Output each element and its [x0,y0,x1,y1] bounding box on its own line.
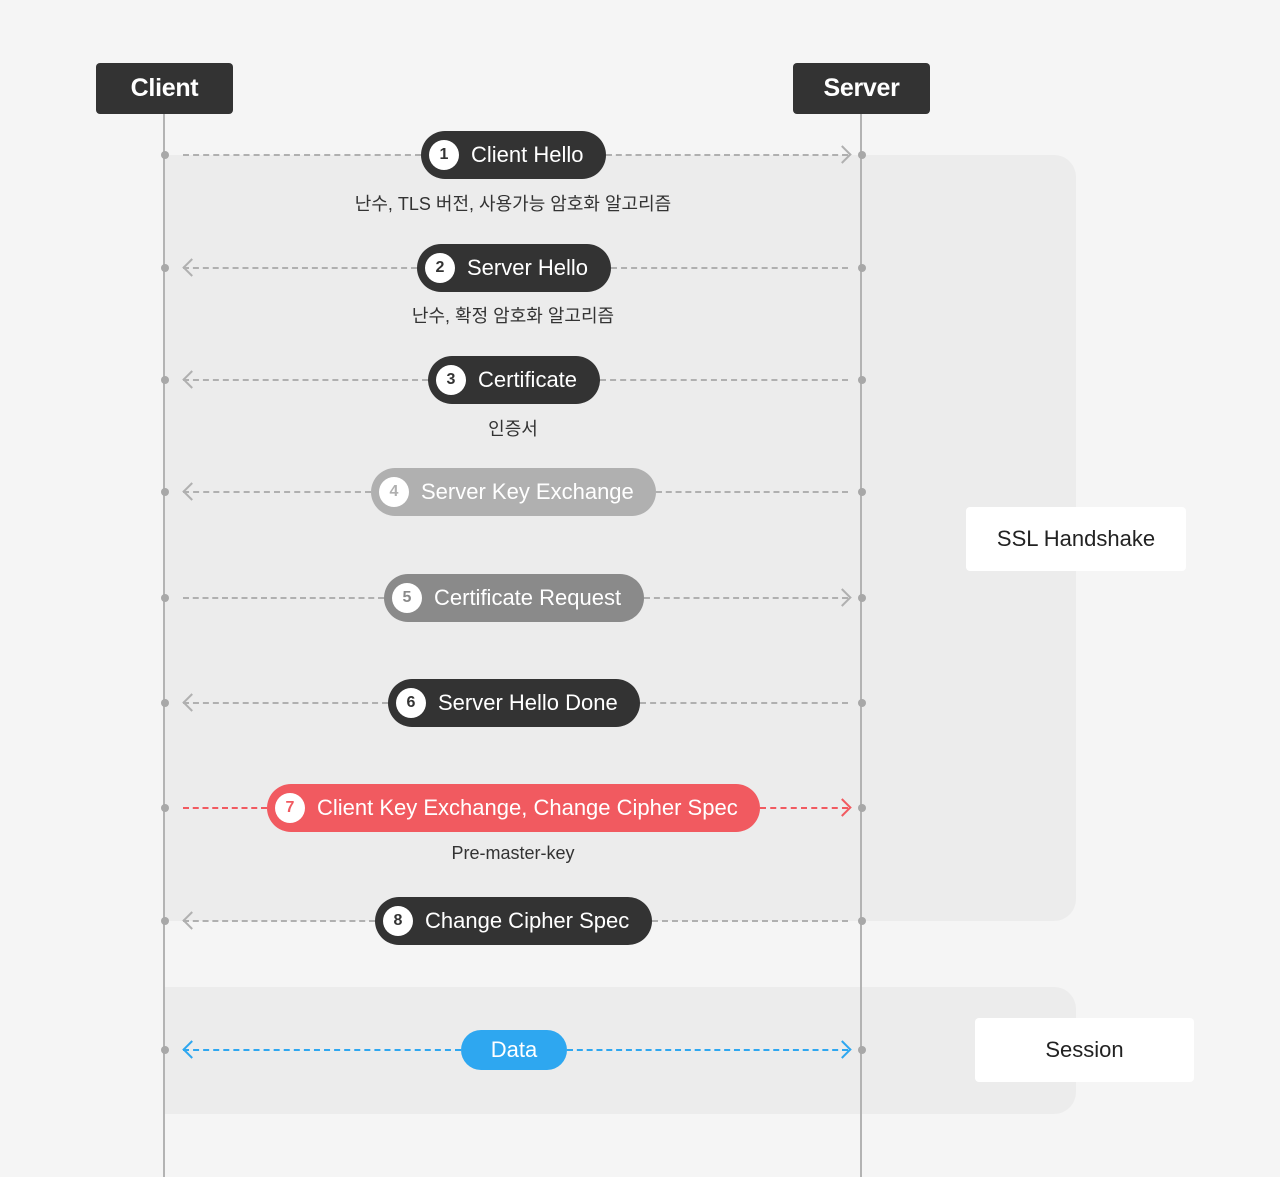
session-label: Session [975,1018,1194,1082]
message-pill: 3 Certificate [428,356,600,404]
client-endpoint-dot [161,488,169,496]
message-line-left [183,807,267,809]
step-number-badge: 8 [383,906,413,936]
message-line-left [183,379,428,381]
message-line-right [760,807,848,809]
server-actor-label: Server [823,74,900,102]
message-line-left [183,597,384,599]
message-pill: 2 Server Hello [417,244,611,292]
message-pill: 8 Change Cipher Spec [375,897,652,945]
message-line-left [183,267,417,269]
data-label: Data [490,1037,538,1062]
server-endpoint-dot [858,804,866,812]
step-number-badge: 1 [429,140,459,170]
message-pill: 5 Certificate Request [384,574,644,622]
client-endpoint-dot [161,699,169,707]
server-lifeline [860,113,862,1177]
message-line-right [652,920,848,922]
client-endpoint-dot [161,917,169,925]
step-number-badge: 7 [275,793,305,823]
server-endpoint-dot [858,594,866,602]
data-line-right [567,1049,848,1051]
message-note: 난수, 확정 암호화 알고리즘 [411,306,615,326]
message-line-right [640,702,848,704]
message-line-left [183,154,421,156]
step-number-badge: 4 [379,477,409,507]
client-endpoint-dot [161,804,169,812]
data-pill: Data [461,1030,567,1070]
client-endpoint-dot [161,151,169,159]
ssl-handshake-label: SSL Handshake [966,507,1186,571]
message-label: Certificate Request [434,585,622,610]
message-label: Server Hello Done [438,690,618,715]
message-label: Server Hello [467,255,589,280]
message-pill: 7 Client Key Exchange, Change Cipher Spec [267,784,760,832]
step-number-badge: 6 [396,688,426,718]
client-endpoint-dot [161,376,169,384]
message-note: 인증서 [488,419,538,439]
message-note: 난수, TLS 버전, 사용가능 암호화 알고리즘 [354,194,672,214]
client-endpoint-dot [161,594,169,602]
message-label: Server Key Exchange [421,479,634,504]
data-line-left [183,1049,461,1051]
message-pill: 6 Server Hello Done [388,679,640,727]
message-line-right [611,267,848,269]
message-line-right [600,379,848,381]
client-actor: Client [96,63,233,114]
message-line-left [183,702,388,704]
message-note: Pre-master-key [451,843,575,863]
ssl-handshake-label-text: SSL Handshake [996,526,1156,551]
message-line-right [656,491,848,493]
message-line-left [183,920,375,922]
message-label: Change Cipher Spec [425,908,630,933]
message-label: Client Key Exchange, Change Cipher Spec [317,795,738,820]
server-endpoint-dot [858,151,866,159]
message-line-left [183,491,371,493]
client-actor-label: Client [130,74,199,102]
client-lifeline [163,113,165,1177]
message-pill: 1 Client Hello [421,131,606,179]
server-endpoint-dot [858,488,866,496]
message-label: Certificate [478,367,578,392]
message-label: Client Hello [471,142,584,167]
step-number-badge: 5 [392,583,422,613]
client-endpoint-dot [161,1046,169,1054]
server-endpoint-dot [858,699,866,707]
message-line-right [606,154,848,156]
step-number-badge: 3 [436,365,466,395]
message-pill: 4 Server Key Exchange [371,468,656,516]
server-endpoint-dot [858,264,866,272]
server-endpoint-dot [858,376,866,384]
step-number-badge: 2 [425,253,455,283]
server-endpoint-dot [858,1046,866,1054]
message-line-right [644,597,848,599]
client-endpoint-dot [161,264,169,272]
server-actor: Server [793,63,930,114]
session-label-text: Session [1045,1037,1124,1062]
server-endpoint-dot [858,917,866,925]
